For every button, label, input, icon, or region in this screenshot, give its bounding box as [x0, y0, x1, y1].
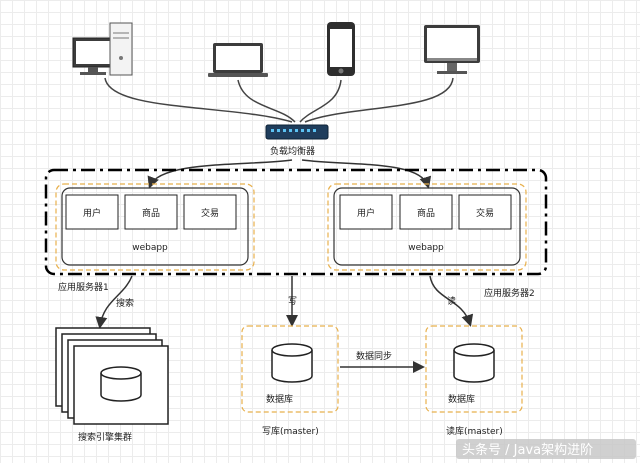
app-server-1-border	[55, 183, 255, 271]
app-server-1-inner	[61, 187, 249, 266]
webapp-label: webapp	[408, 243, 444, 253]
app-server-2-border	[327, 183, 527, 271]
module-label: 交易	[201, 207, 219, 219]
watermark-text: 头条号 / Java架构进阶	[462, 442, 593, 458]
module-box	[124, 194, 178, 230]
module-label: 用户	[83, 207, 101, 219]
read-arrow	[429, 275, 474, 327]
read-edge-label: 读	[447, 295, 456, 307]
module-label: 商品	[417, 207, 435, 219]
module-label: 商品	[142, 207, 160, 219]
database-icon	[271, 343, 313, 383]
write-db-label: 数据库	[266, 393, 293, 405]
app-server-2-inner	[333, 187, 521, 266]
module-label: 用户	[357, 207, 375, 219]
read-db-caption: 读库(master)	[446, 425, 503, 437]
app-server-2-label: 应用服务器2	[484, 287, 535, 299]
search-edge-label: 搜索	[116, 297, 134, 309]
desktop-tower-icon	[72, 22, 133, 76]
read-db: 数据库	[425, 325, 523, 413]
read-db-label: 数据库	[448, 393, 475, 405]
search-arrow	[95, 275, 133, 329]
app-server-1: 用户 商品 交易 webapp	[55, 183, 255, 271]
load-balancer-label: 负载均衡器	[270, 145, 315, 157]
device-connections	[104, 77, 454, 123]
module-box	[65, 194, 119, 230]
watermark-bg	[456, 439, 636, 459]
module-label: 交易	[476, 207, 494, 219]
write-db: 数据库	[241, 325, 339, 413]
smartphone-icon	[327, 22, 355, 76]
module-box	[339, 194, 393, 230]
write-db-caption: 写库(master)	[262, 425, 319, 437]
write-edge-label: 写	[288, 296, 297, 307]
search-cluster	[55, 327, 169, 425]
sync-edge-label: 数据同步	[356, 350, 392, 362]
webapp-label: webapp	[132, 243, 168, 253]
module-box	[399, 194, 453, 230]
search-cluster-label: 搜索引擎集群	[78, 431, 132, 443]
load-balancer-icon	[265, 124, 329, 140]
module-box	[183, 194, 237, 230]
laptop-icon	[208, 43, 268, 77]
database-icon	[100, 366, 142, 402]
lb-to-server2-arrow	[301, 159, 432, 189]
app-server-2: 用户 商品 交易 webapp	[327, 183, 527, 271]
app-server-1-label: 应用服务器1	[58, 281, 109, 293]
database-icon	[453, 343, 495, 383]
module-box	[458, 194, 512, 230]
server-group-border	[44, 168, 548, 276]
lb-to-server1-arrow	[147, 159, 293, 189]
monitor-icon	[424, 25, 480, 74]
